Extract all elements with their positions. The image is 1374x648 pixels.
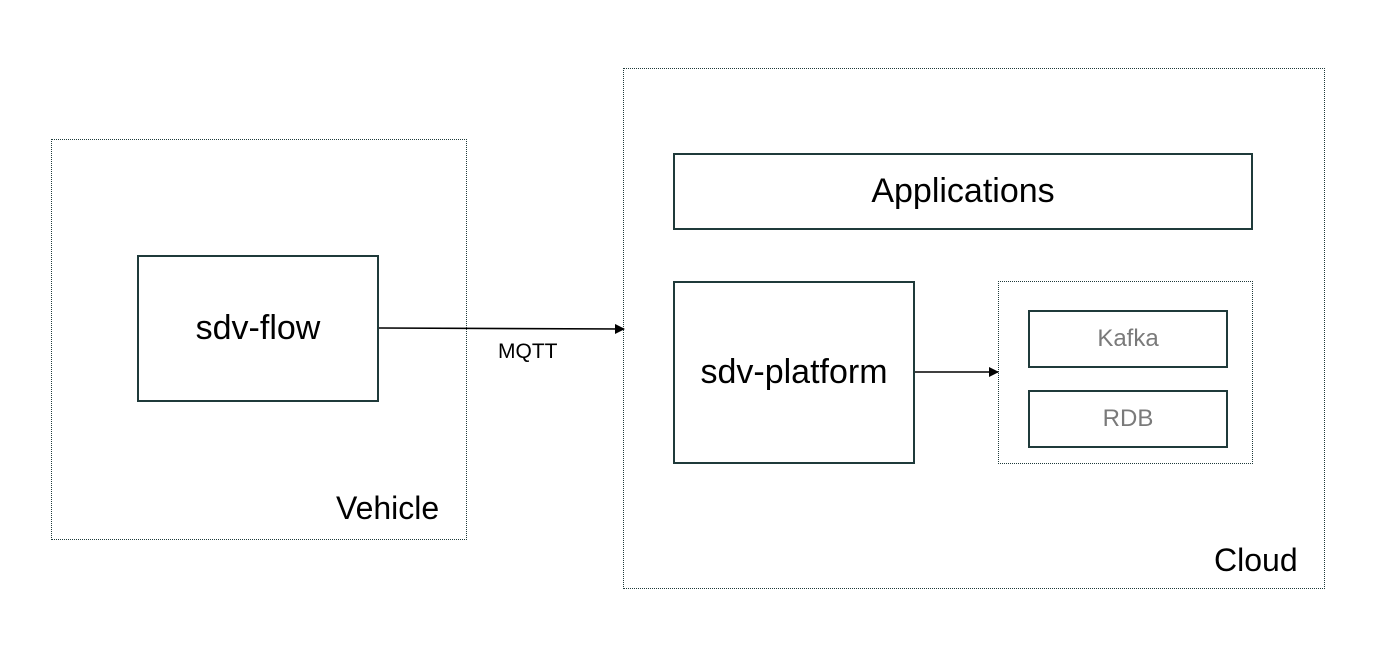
applications-label: Applications (871, 172, 1055, 210)
sdv-platform-node: sdv-platform (673, 281, 915, 464)
cloud-region-label: Cloud (1214, 542, 1298, 578)
vehicle-region (51, 139, 467, 540)
kafka-node: Kafka (1028, 310, 1228, 368)
applications-node: Applications (673, 153, 1253, 230)
mqtt-edge-label: MQTT (498, 340, 558, 363)
rdb-label: RDB (1102, 405, 1154, 432)
sdv-flow-label: sdv-flow (195, 309, 321, 347)
kafka-label: Kafka (1097, 325, 1159, 352)
rdb-node: RDB (1028, 390, 1228, 448)
sdv-platform-label: sdv-platform (700, 353, 888, 391)
sdv-flow-node: sdv-flow (137, 255, 379, 402)
vehicle-region-label: Vehicle (336, 490, 440, 526)
